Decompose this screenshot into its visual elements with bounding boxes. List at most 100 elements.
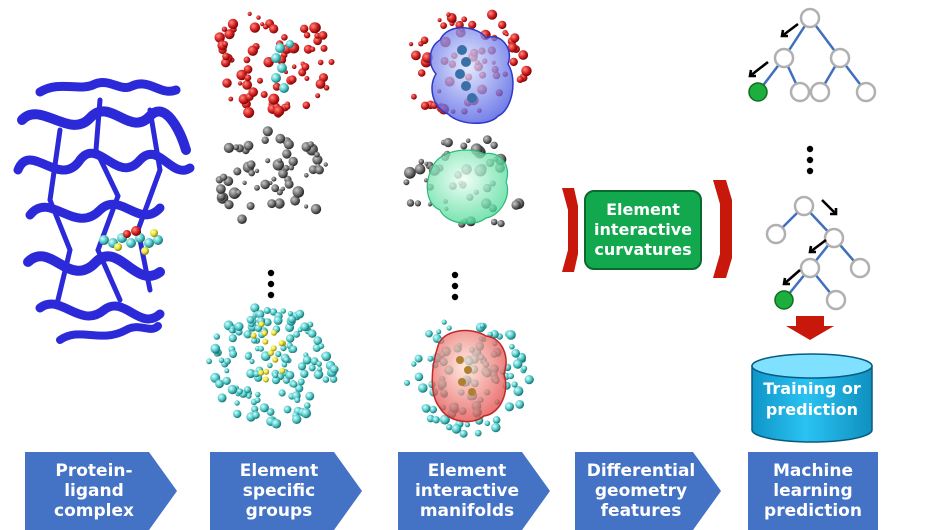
atom-sphere <box>309 22 321 34</box>
atom-sphere <box>490 218 498 226</box>
atom-sphere <box>304 76 310 81</box>
atom-sphere <box>257 77 263 84</box>
atom-sphere <box>297 378 305 386</box>
step-arrow-shape <box>575 452 721 530</box>
atom-sphere <box>263 57 274 68</box>
atom-sphere <box>248 169 255 177</box>
atom-sphere <box>509 343 515 350</box>
atom-sphere <box>235 189 242 196</box>
atom-sphere <box>206 358 213 365</box>
step-box-shape <box>748 452 878 530</box>
atom-sphere <box>261 136 269 144</box>
atom-sphere <box>424 161 429 166</box>
atom-sphere <box>524 375 534 385</box>
atom-sphere <box>271 184 280 193</box>
atom-sphere <box>305 391 315 401</box>
atom-sphere <box>436 329 442 335</box>
atom-sphere <box>234 322 244 331</box>
atom-sphere <box>474 429 482 437</box>
atom-sphere <box>224 368 230 374</box>
step-protein-ligand-complex: Protein- ligand complex <box>25 452 177 530</box>
nitrogen-group-point-cloud <box>206 303 339 429</box>
atom-sphere <box>321 351 332 362</box>
atom-sphere <box>272 82 281 91</box>
atom-sphere <box>328 59 335 65</box>
atom-sphere <box>425 330 433 338</box>
atom-sphere <box>414 163 426 175</box>
atom-sphere <box>288 315 296 324</box>
atom-sphere <box>459 429 468 438</box>
atom-sphere <box>432 416 440 424</box>
ligand-atom <box>271 329 277 336</box>
atom-sphere <box>249 22 261 33</box>
atom-sphere <box>487 9 498 20</box>
atom-sphere <box>237 214 247 224</box>
atom-sphere <box>482 135 492 145</box>
atom-sphere <box>294 397 301 403</box>
atom-sphere <box>313 36 322 46</box>
ligand-atom <box>262 376 269 383</box>
atom-sphere <box>229 350 238 358</box>
ligand-atom <box>263 368 270 375</box>
atom-sphere <box>263 24 269 30</box>
atom-sphere <box>278 168 288 179</box>
atom-sphere <box>439 414 450 425</box>
atom-sphere <box>222 376 231 385</box>
atom-sphere <box>224 200 234 210</box>
atom-sphere <box>280 186 286 192</box>
atom-sphere <box>490 141 498 149</box>
decision-tree-top <box>748 7 877 103</box>
atom-sphere <box>507 373 514 380</box>
atom-sphere <box>308 329 317 338</box>
step-label: Element interactive manifolds <box>414 461 520 521</box>
atom-sphere <box>461 16 468 23</box>
atom-sphere <box>216 184 226 194</box>
atom-sphere <box>271 176 277 182</box>
step-element-interactive-manifolds: Element interactive manifolds <box>398 452 550 530</box>
ligand-inside-red-manifold <box>456 356 476 396</box>
atom-sphere <box>300 322 310 332</box>
atom-sphere <box>521 65 532 77</box>
atom-sphere <box>516 76 524 83</box>
step-arrow-shape <box>398 452 550 530</box>
atom-sphere <box>277 158 283 163</box>
atom-sphere <box>244 74 252 82</box>
atom-sphere <box>460 142 468 150</box>
atom-sphere <box>292 414 302 424</box>
atom-sphere <box>275 133 286 144</box>
decision-tree-bottom <box>765 195 871 311</box>
blue-manifold-surface <box>429 27 514 124</box>
atom-sphere <box>465 138 471 143</box>
protein-ligand <box>99 226 163 255</box>
step-label: Element specific groups <box>239 461 319 521</box>
ligand-atom <box>279 367 286 374</box>
ligand-atom <box>250 332 257 339</box>
protein-ribbon <box>13 78 195 344</box>
ligand-stick-red-group <box>271 40 294 93</box>
atom-sphere <box>510 33 520 43</box>
atom-sphere <box>244 352 252 360</box>
ligand-atom <box>272 356 279 363</box>
atom-sphere <box>218 357 225 364</box>
flow-arrow-out-of-curvatures <box>713 180 732 278</box>
atom-sphere <box>271 418 282 429</box>
atom-sphere <box>451 423 462 434</box>
atom-sphere <box>229 327 235 334</box>
atom-sphere <box>213 333 220 340</box>
atom-sphere <box>256 15 261 20</box>
atom-sphere <box>251 405 259 413</box>
atom-sphere <box>246 315 255 324</box>
atom-sphere <box>263 307 271 314</box>
atom-sphere <box>246 368 256 379</box>
atom-sphere <box>497 220 505 228</box>
atom-sphere <box>247 45 258 56</box>
atom-sphere <box>260 91 268 98</box>
atom-sphere <box>323 162 328 167</box>
atom-sphere <box>254 168 260 174</box>
atom-sphere <box>309 46 316 52</box>
atom-sphere <box>292 186 305 198</box>
atom-sphere <box>315 93 321 99</box>
atom-sphere <box>498 20 507 30</box>
atom-sphere <box>286 334 295 343</box>
